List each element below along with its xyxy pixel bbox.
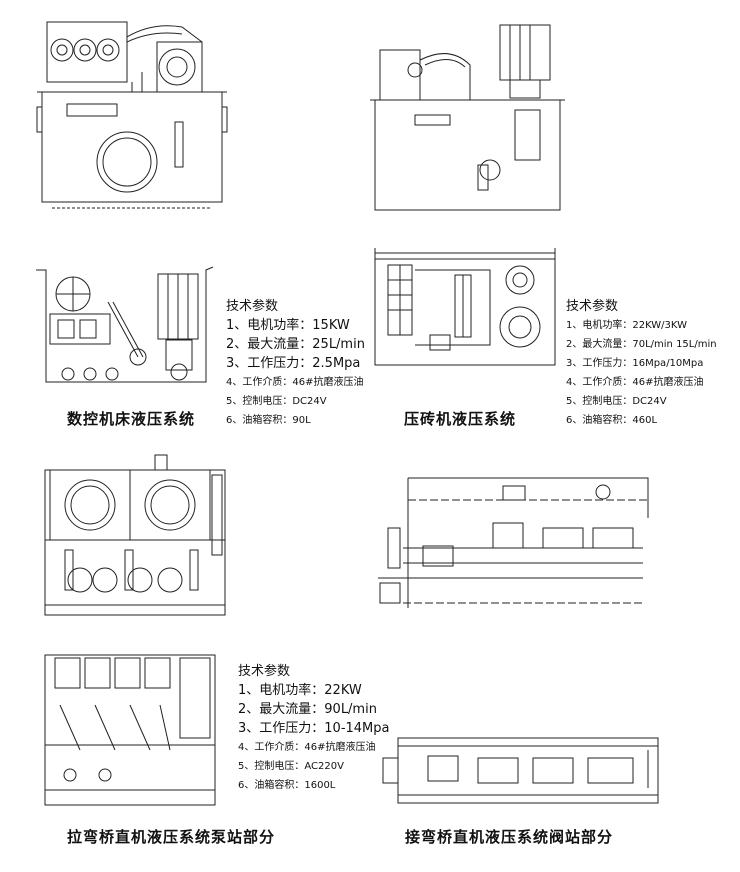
drawing-pump-station-lower xyxy=(40,650,220,815)
param-item: 4、工作介质：46#抗磨液压油 xyxy=(226,377,364,388)
param-item: 5、控制电压：DC24V xyxy=(566,396,667,407)
params-heading: 技术参数 xyxy=(226,299,279,314)
params-heading: 技术参数 xyxy=(238,664,291,679)
param-item: 1、电机功率：22KW xyxy=(238,683,362,698)
caption-cnc-hydraulic: 数控机床液压系统 xyxy=(67,410,196,428)
caption-bending-valve-station: 接弯桥直机液压系统阀站部分 xyxy=(405,828,614,846)
param-item: 2、最大流量：25L/min xyxy=(226,337,365,352)
param-item: 3、工作压力：16Mpa/10Mpa xyxy=(566,358,704,369)
params-heading: 技术参数 xyxy=(566,299,619,314)
param-item: 3、工作压力：2.5Mpa xyxy=(226,356,361,371)
param-item: 1、电机功率：15KW xyxy=(226,318,350,333)
drawing-valve-station-upper xyxy=(368,468,660,628)
param-item: 2、最大流量：90L/min xyxy=(238,702,377,717)
drawing-valve-station-lower xyxy=(378,728,660,813)
param-item: 5、控制电压：DC24V xyxy=(226,396,327,407)
param-item: 6、油箱容积：90L xyxy=(226,415,311,426)
param-item: 1、电机功率：22KW/3KW xyxy=(566,320,687,331)
drawing-hydraulic-unit-top-left xyxy=(32,12,232,217)
param-item: 4、工作介质：46#抗磨液压油 xyxy=(566,377,704,388)
drawing-bending-pump-station xyxy=(40,450,230,625)
param-item: 6、油箱容积：460L xyxy=(566,415,658,426)
param-item: 3、工作压力：10-14Mpa xyxy=(238,721,390,736)
param-item: 2、最大流量：70L/min 15L/min xyxy=(566,339,717,350)
tech-params-brick-press: 技术参数 1、电机功率：22KW/3KW 2、最大流量：70L/min 15L/… xyxy=(566,298,717,430)
drawing-hydraulic-unit-top-right xyxy=(360,15,580,220)
drawing-brick-press-hydraulic xyxy=(370,245,560,370)
param-item: 5、控制电压：AC220V xyxy=(238,761,344,772)
caption-bending-pump-station: 拉弯桥直机液压系统泵站部分 xyxy=(67,828,276,846)
tech-params-bending-pump: 技术参数 1、电机功率：22KW 2、最大流量：90L/min 3、工作压力：1… xyxy=(238,663,389,795)
tech-params-cnc: 技术参数 1、电机功率：15KW 2、最大流量：25L/min 3、工作压力：2… xyxy=(226,298,365,430)
param-item: 4、工作介质：46#抗磨液压油 xyxy=(238,742,376,753)
caption-brick-press-hydraulic: 压砖机液压系统 xyxy=(404,410,517,428)
param-item: 6、油箱容积：1600L xyxy=(238,780,336,791)
drawing-cnc-hydraulic-station xyxy=(28,262,218,397)
